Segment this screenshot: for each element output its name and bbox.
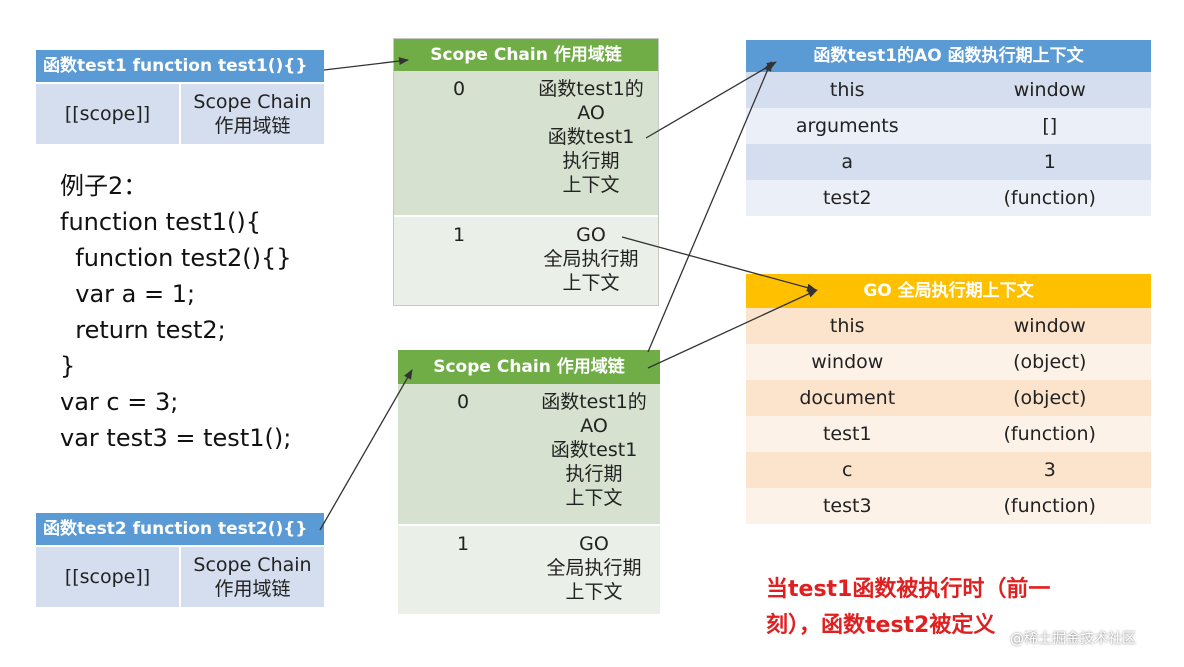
- scope-chain-bottom-row-1: 1 GO 全局执行期 上下文: [398, 526, 660, 614]
- ao-table-header: 函数test1的AO 函数执行期上下文: [746, 40, 1151, 72]
- scope-chain-top-index-0: 0: [452, 78, 466, 100]
- scope-chain-bottom-entry-text: GO: [579, 533, 609, 555]
- ao-table-key: a: [841, 151, 854, 173]
- scope-chain-top-entry-text: AO: [577, 102, 605, 124]
- ao-table-row: a 1: [746, 144, 1151, 180]
- scope-chain-bottom: Scope Chain 作用域链 0 函数test1的 AO 函数test1 执…: [398, 350, 660, 614]
- scope-chain-top-entry-text: GO: [576, 224, 606, 246]
- go-table-row: c 3: [746, 452, 1151, 488]
- code-line: var test3 = test1();: [60, 424, 292, 452]
- scope-chain-top-row-1: 1 GO 全局执行期 上下文: [394, 217, 658, 305]
- note: 当test1函数被执行时（前一 刻），函数test2被定义: [766, 572, 1050, 644]
- code-example-title: 例子2：: [60, 172, 148, 200]
- ao-table-row: test2 (function): [746, 180, 1151, 216]
- test2-scope-label-cell: [[scope]]: [36, 547, 179, 607]
- go-table-key: document: [799, 387, 896, 409]
- test2-scope-value-line1: Scope Chain: [193, 554, 312, 576]
- scope-chain-top-row-0: 0 函数test1的 AO 函数test1 执行期 上下文: [394, 71, 658, 215]
- test1-scope-value-line2: 作用域链: [214, 115, 291, 137]
- test2-scope-value-line2: 作用域链: [214, 578, 291, 600]
- ao-table-key: this: [829, 79, 865, 101]
- ao-table-key: test2: [822, 187, 872, 209]
- scope-chain-bottom-entry-text: 上下文: [565, 487, 623, 509]
- scope-chain-top-entry-text: 执行期: [562, 150, 620, 172]
- test1-scope-value-cell: Scope Chain 作用域链: [181, 84, 324, 144]
- code-line: return test2;: [60, 316, 226, 344]
- code-line: function test2(){}: [60, 244, 292, 272]
- ao-table-row: this window: [746, 72, 1151, 108]
- scope-chain-bottom-entry-text: 执行期: [565, 463, 623, 485]
- test1-box: 函数test1 function test1(){} [[scope]] Sco…: [36, 50, 324, 144]
- scope-chain-top-entry-text: 全局执行期: [543, 248, 639, 270]
- ao-table-row: arguments []: [746, 108, 1151, 144]
- scope-chain-bottom-entry-text: 函数test1: [550, 439, 638, 461]
- code-line: var c = 3;: [60, 388, 179, 416]
- scope-chain-bottom-entry-text: 全局执行期: [546, 557, 642, 579]
- note-line1: 当test1函数被执行时（前一: [766, 577, 1051, 602]
- test1-scope-label: [[scope]]: [64, 103, 151, 125]
- test1-scope-value-line1: Scope Chain: [193, 91, 312, 113]
- go-table-value: 3: [1043, 459, 1056, 481]
- scope-chain-top-entry-text: 函数test1: [547, 126, 635, 148]
- scope-chain-bottom-row-0: 0 函数test1的 AO 函数test1 执行期 上下文: [398, 384, 660, 524]
- scope-chain-bottom-index-0: 0: [456, 391, 470, 413]
- go-table-key: test3: [822, 495, 872, 517]
- ao-table-value: (function): [1003, 187, 1096, 209]
- go-table-key: c: [842, 459, 853, 481]
- scope-chain-bottom-entry-text: 函数test1的: [541, 391, 647, 413]
- test1-box-header: 函数test1 function test1(){}: [36, 50, 324, 82]
- go-table-value: (function): [1003, 495, 1096, 517]
- go-table-value: (function): [1003, 423, 1096, 445]
- go-table-key: window: [811, 351, 884, 373]
- ao-table: 函数test1的AO 函数执行期上下文 this window argument…: [746, 40, 1151, 218]
- scope-chain-top-entry-text: 上下文: [562, 174, 620, 196]
- test2-scope-label: [[scope]]: [64, 566, 151, 588]
- go-table-row: test3 (function): [746, 488, 1151, 524]
- go-table-value: (object): [1013, 387, 1087, 409]
- scope-chain-bottom-header: Scope Chain 作用域链: [398, 350, 660, 384]
- go-table-key: test1: [822, 423, 872, 445]
- note-line2: 刻），函数test2被定义: [766, 613, 996, 638]
- go-table-row: this window: [746, 308, 1151, 344]
- go-table-value: (object): [1013, 351, 1087, 373]
- code-line: function test1(){: [60, 208, 262, 236]
- go-table-header: GO 全局执行期上下文: [746, 274, 1151, 308]
- scope-chain-top-index-1: 1: [452, 224, 466, 246]
- code-line: var a = 1;: [60, 280, 196, 308]
- scope-chain-top-header: Scope Chain 作用域链: [394, 39, 658, 71]
- go-table-row: test1 (function): [746, 416, 1151, 452]
- scope-chain-top[interactable]: Scope Chain 作用域链 0 函数test1的 AO 函数test1 执…: [393, 38, 659, 306]
- scope-chain-top-entry-text: 函数test1的: [538, 78, 644, 100]
- test1-scope-label-cell: [[scope]]: [36, 84, 179, 144]
- scope-chain-bottom-index-1: 1: [456, 533, 470, 555]
- go-table-value: window: [1013, 315, 1086, 337]
- go-table-key: this: [829, 315, 865, 337]
- ao-table-key: arguments: [795, 115, 899, 137]
- test2-box-header: 函数test2 function test2(){}: [36, 513, 324, 545]
- go-table-row: document (object): [746, 380, 1151, 416]
- scope-chain-bottom-entry-text: AO: [580, 415, 608, 437]
- code-line: }: [60, 352, 76, 380]
- go-table: GO 全局执行期上下文 this window window (object) …: [746, 274, 1151, 526]
- scope-chain-bottom-entry-text: 上下文: [565, 581, 623, 603]
- ao-table-value: 1: [1043, 151, 1056, 173]
- ao-table-value: window: [1013, 79, 1086, 101]
- code-example: 例子2： function test1(){ function test2(){…: [60, 168, 360, 456]
- watermark: @稀土掘金技术社区: [1010, 631, 1136, 647]
- test2-scope-value-cell: Scope Chain 作用域链: [181, 547, 324, 607]
- go-table-row: window (object): [746, 344, 1151, 380]
- test2-box: 函数test2 function test2(){} [[scope]] Sco…: [36, 513, 324, 607]
- ao-table-value: []: [1042, 115, 1058, 137]
- scope-chain-top-entry-text: 上下文: [562, 272, 620, 294]
